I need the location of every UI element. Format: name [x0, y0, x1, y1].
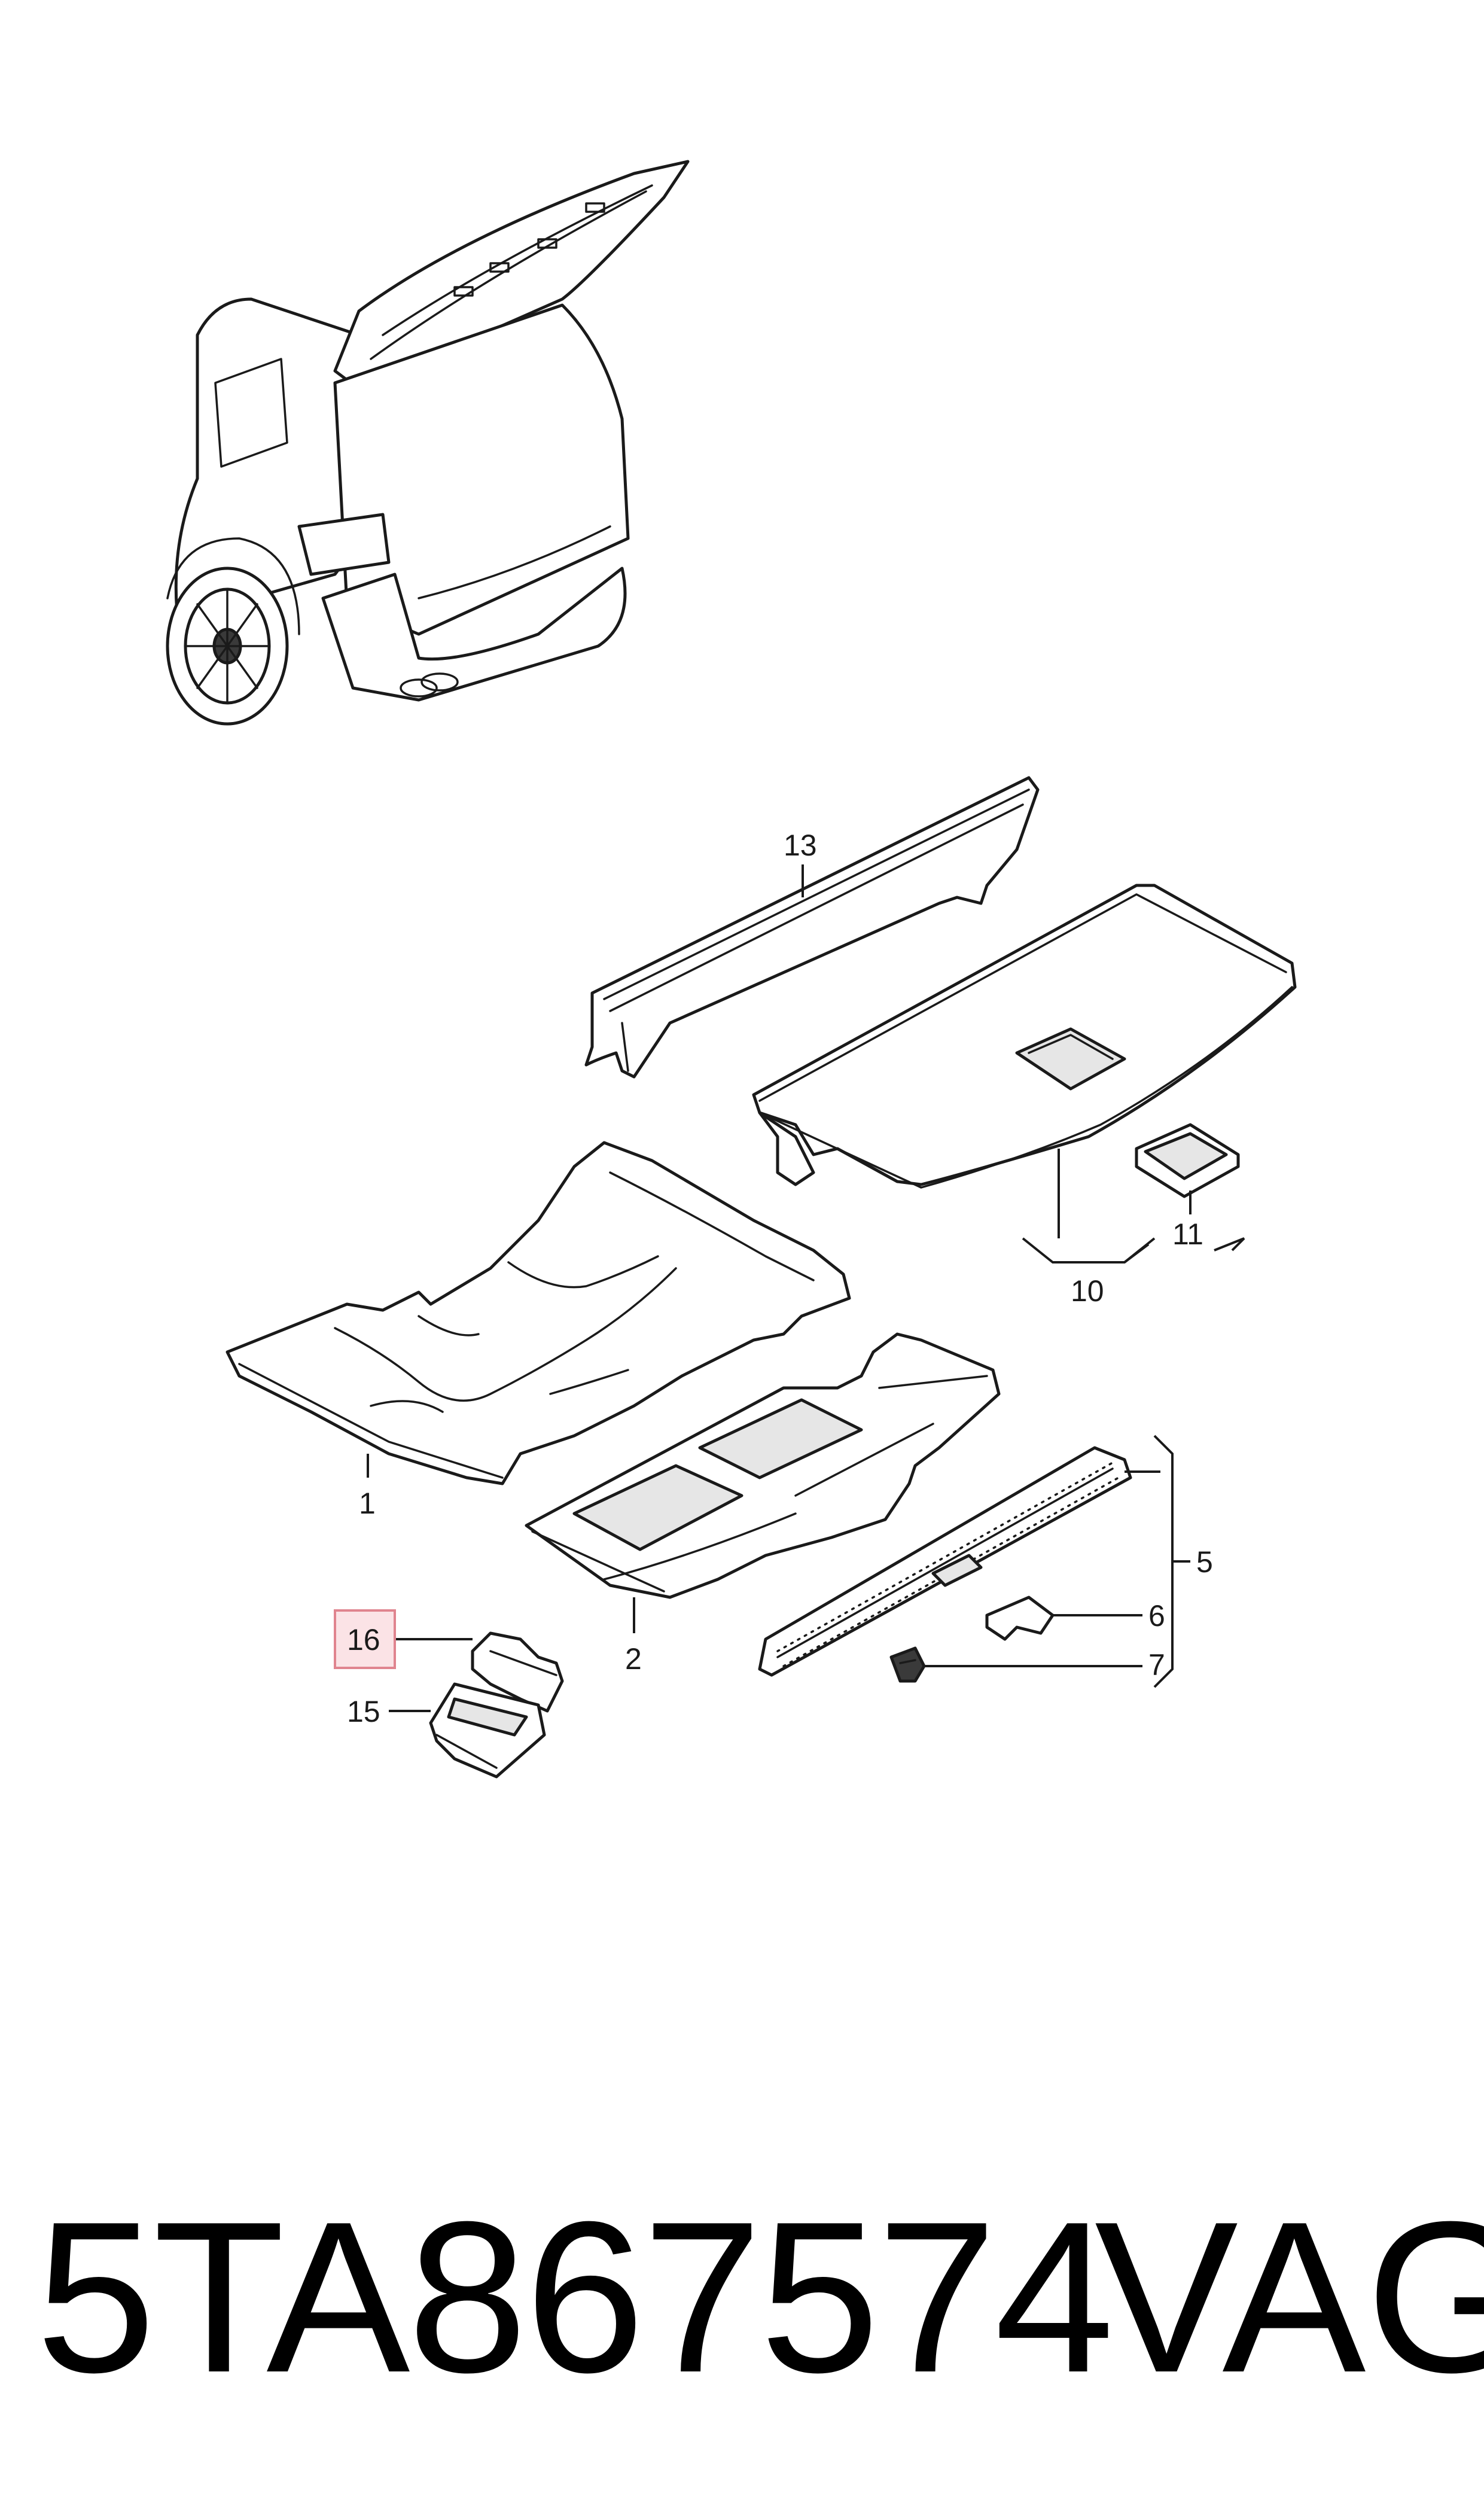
callout-16: 16 [347, 1623, 380, 1657]
callout-16-highlight [334, 1609, 396, 1669]
part-11-insert [1135, 1123, 1240, 1198]
part-6-clip [985, 1596, 1055, 1641]
callout-5: 5 [1196, 1545, 1213, 1579]
leader-lines [367, 864, 1245, 1712]
part-15-storage-box [429, 1682, 546, 1779]
part-10-parcel-shelf [752, 884, 1297, 1189]
callout-11: 11 [1172, 1217, 1203, 1251]
part-2-boot-floor [525, 1332, 1001, 1599]
part-1-floor-carpet [226, 1141, 851, 1485]
callout-13: 13 [784, 829, 817, 862]
callout-6: 6 [1148, 1599, 1165, 1633]
part-13-panel [584, 776, 1040, 1079]
callout-10: 10 [1071, 1274, 1104, 1308]
part-number-caption: 5TA867574 [36, 2177, 1114, 2417]
part-5-sill-trim [758, 1446, 1132, 1677]
part-7-fastener [889, 1646, 926, 1683]
callout-1: 1 [359, 1487, 376, 1520]
brand-caption: VAG [1095, 2177, 1484, 2417]
part-16-spacer [471, 1631, 564, 1713]
callout-7: 7 [1148, 1648, 1165, 1682]
callout-2: 2 [625, 1642, 642, 1676]
callout-15: 15 [347, 1695, 380, 1728]
callout-labels: 13 11 10 1 2 5 6 7 16 15 [334, 829, 1213, 1728]
car-rear-illustration [166, 160, 690, 726]
